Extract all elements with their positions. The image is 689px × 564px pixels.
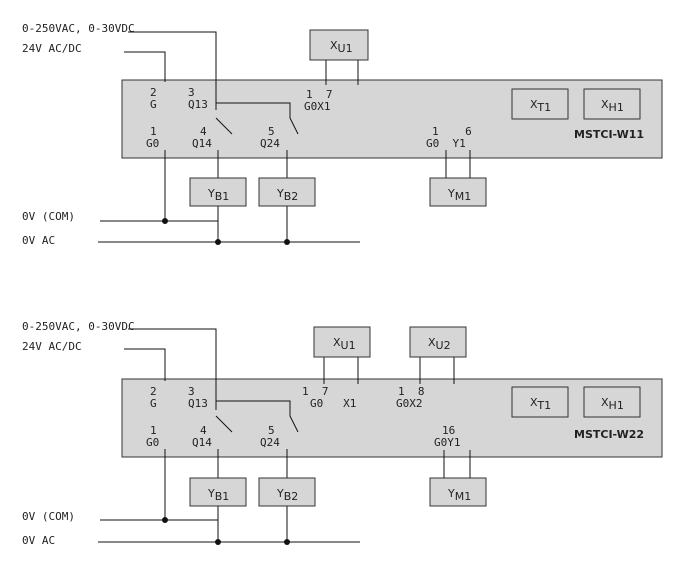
terminal-g0-x1-label: G0 X1 [310, 397, 356, 410]
svg-text:XU1: XU1 [330, 39, 353, 55]
junction-dot [162, 517, 168, 523]
terminal-3-number: 3 [188, 385, 195, 398]
mstci-w11-module [121, 79, 663, 159]
yb1-output [189, 177, 247, 207]
aux-supply-wire [124, 348, 166, 381]
svg-text:XT1: XT1 [530, 396, 551, 412]
terminal-g0-label: G0 [146, 436, 159, 449]
terminal-5-number: 5 [268, 125, 275, 138]
terminal-q13-label: Q13 [188, 397, 208, 410]
terminal-2-number: 2 [150, 385, 157, 398]
svg-text:YB1: YB1 [207, 187, 229, 203]
terminal-1-number: 1 [150, 424, 157, 437]
aux-supply-label: 24V AC/DC [22, 340, 82, 353]
terminal-g0y1-label: G0Y1 [434, 436, 461, 449]
q13-switch [215, 415, 233, 433]
q13-bridge-wire [216, 400, 299, 433]
svg-text:YB1: YB1 [207, 487, 229, 503]
terminal-q24-label: Q24 [260, 436, 280, 449]
com-label: 0V (COM) [22, 510, 75, 523]
terminal-g0x2-label: G0X2 [396, 397, 423, 410]
aux-supply-label: 24V AC/DC [22, 42, 82, 55]
terminal-g0y1-label: G0 Y1 [426, 137, 466, 150]
terminal-q24-label: Q24 [260, 137, 280, 150]
xt1-sensor [511, 88, 569, 120]
junction-dot [284, 239, 290, 245]
terminal-q14-label: Q14 [192, 436, 212, 449]
diagram-2: 0-250VAC, 0-30VDC 24V AC/DC 0V (COM) 0V … [22, 320, 663, 547]
svg-text:XH1: XH1 [601, 396, 624, 412]
yb1-output [189, 477, 247, 507]
yb2-output [258, 177, 316, 207]
junction-dot [284, 539, 290, 545]
xu1-input [309, 29, 369, 61]
xu2-input [409, 326, 467, 358]
terminal-g0x1-label: G0X1 [304, 100, 331, 113]
q13-switch [215, 117, 233, 135]
aux-supply-wire [124, 51, 166, 82]
ym1-output [429, 177, 487, 207]
ac0-label: 0V AC [22, 234, 55, 247]
svg-text:XU1: XU1 [333, 336, 356, 352]
terminal-4-number: 4 [200, 424, 207, 437]
xh1-sensor [583, 88, 641, 120]
terminal-y1-numbers: 1 6 [432, 125, 472, 138]
terminal-5-number: 5 [268, 424, 275, 437]
svg-text:XT1: XT1 [530, 98, 551, 114]
ac0-label: 0V AC [22, 534, 55, 547]
terminal-3-number: 3 [188, 86, 195, 99]
model-label: MSTCI-W11 [574, 128, 644, 141]
terminal-4-number: 4 [200, 125, 207, 138]
svg-text:XH1: XH1 [601, 98, 624, 114]
terminal-g0-label: G0 [146, 137, 159, 150]
terminal-x2-numbers: 1 8 [398, 385, 425, 398]
terminal-2-number: 2 [150, 86, 157, 99]
yb2-output [258, 477, 316, 507]
supply-voltage-label: 0-250VAC, 0-30VDC [22, 320, 135, 333]
terminal-x1-numbers: 1 7 [306, 88, 333, 101]
xt1-sensor [511, 386, 569, 418]
terminal-g-label: G [150, 397, 157, 410]
svg-text:YB2: YB2 [276, 487, 298, 503]
main-supply-wire [128, 31, 217, 110]
terminal-1-number: 1 [150, 125, 157, 138]
diagram-1: 0-250VAC, 0-30VDC 24V AC/DC 0V (COM) 0V … [22, 22, 663, 247]
svg-text:XU2: XU2 [428, 336, 451, 352]
terminal-q14-label: Q14 [192, 137, 212, 150]
model-label: MSTCI-W22 [574, 428, 644, 441]
junction-dot [162, 218, 168, 224]
terminal-g-label: G [150, 98, 157, 111]
terminal-x1-numbers: 1 7 [302, 385, 329, 398]
svg-text:YM1: YM1 [447, 487, 471, 503]
junction-dot [215, 239, 221, 245]
supply-voltage-label: 0-250VAC, 0-30VDC [22, 22, 135, 35]
terminal-q13-label: Q13 [188, 98, 208, 111]
mstci-w22-module [121, 378, 663, 458]
xu1-input [313, 326, 371, 358]
svg-text:YM1: YM1 [447, 187, 471, 203]
terminal-y1-numbers: 16 [442, 424, 455, 437]
junction-dot [215, 539, 221, 545]
com-label: 0V (COM) [22, 210, 75, 223]
xh1-sensor [583, 386, 641, 418]
ym1-output [429, 477, 487, 507]
q13-bridge-wire [216, 102, 299, 135]
main-supply-wire [128, 328, 217, 410]
svg-text:YB2: YB2 [276, 187, 298, 203]
